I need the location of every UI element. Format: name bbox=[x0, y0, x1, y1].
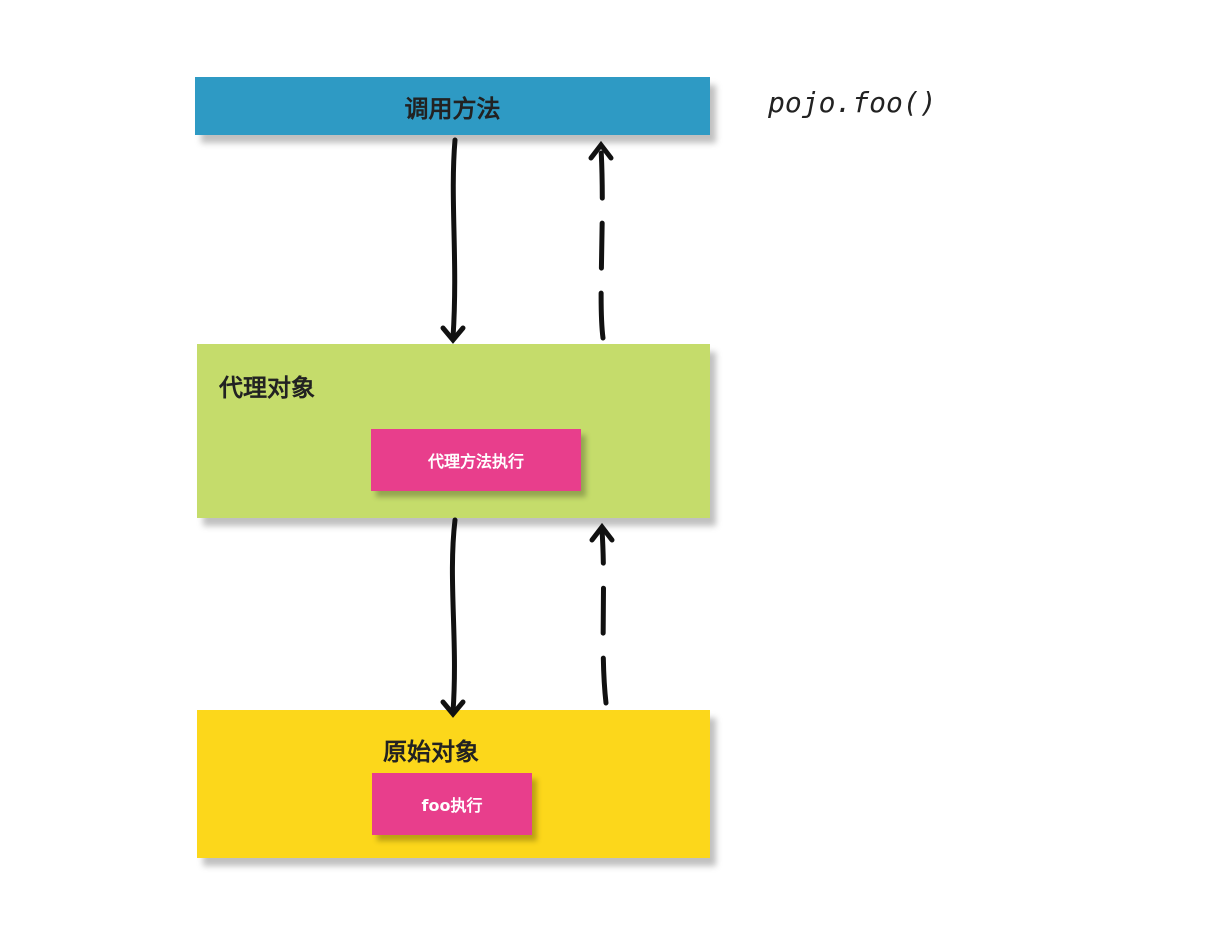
return-arrow-up-1 bbox=[598, 145, 606, 341]
return-arrow-up-2 bbox=[599, 527, 609, 706]
call-arrow-down-2 bbox=[449, 517, 458, 715]
arrowhead-down-2 bbox=[440, 699, 466, 718]
original-object-label: 原始对象 bbox=[383, 738, 479, 766]
call-arrow-down-1 bbox=[450, 137, 458, 341]
arrowhead-down-1 bbox=[440, 325, 466, 344]
proxy-method-box: 代理方法执行 bbox=[371, 429, 581, 491]
call-method-box: 调用方法 bbox=[195, 77, 710, 135]
foo-method-box: foo执行 bbox=[372, 773, 532, 835]
code-label: pojo.foo() bbox=[768, 86, 937, 119]
call-method-label: 调用方法 bbox=[404, 94, 501, 123]
arrowhead-up-1 bbox=[588, 140, 614, 161]
proxy-object-label: 代理对象 bbox=[219, 374, 315, 402]
arrowhead-up-2 bbox=[589, 522, 615, 543]
